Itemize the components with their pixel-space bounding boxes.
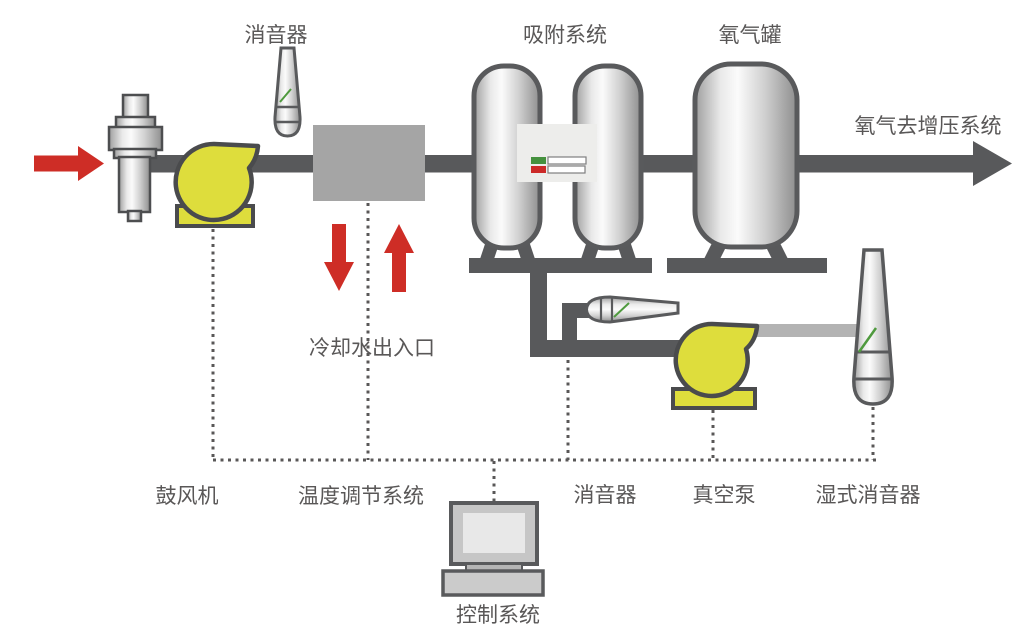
vacuum-pump-group (671, 321, 760, 410)
label-blower: 鼓风机 (156, 485, 219, 508)
manifold-run-pipe (530, 340, 682, 357)
label-temperature-system: 温度调节系统 (298, 485, 424, 508)
filter-body (107, 125, 164, 152)
label-muffler-bottom: 消音器 (574, 484, 637, 507)
vacuum-muffler (584, 295, 680, 324)
inlet-muffler (273, 46, 302, 138)
label-vacuum-pump: 真空泵 (693, 484, 756, 507)
adsorption-vessels (471, 63, 644, 259)
blower-volute (173, 141, 261, 223)
manifold-stub (562, 303, 592, 318)
vacuum-muffler-cone (584, 295, 680, 324)
label-cooling-water: 冷却水出入口 (309, 337, 435, 360)
muffler-indicator (857, 327, 878, 353)
wet-muffler-group (852, 248, 894, 406)
blower-pump (173, 141, 261, 228)
inlet-filter (107, 93, 164, 223)
legend-green-swatch (531, 157, 546, 164)
cooling-water-in-arrow-icon (384, 224, 414, 292)
adsorption-base-bar (469, 258, 652, 273)
pump-outlet-pipe (752, 324, 862, 337)
filter-cylinder (117, 155, 152, 214)
computer-base (441, 569, 545, 597)
legend-bar (547, 156, 587, 165)
filter-knob (121, 93, 150, 121)
vacuum-manifold (530, 272, 682, 357)
label-adsorption-system: 吸附系统 (523, 24, 607, 47)
label-wet-muffler: 湿式消音器 (816, 484, 921, 507)
computer-screen (463, 513, 525, 553)
wet-muffler-cone (852, 248, 894, 406)
label-outlet: 氧气去增压系统 (855, 115, 1002, 138)
temperature-regulator-box (313, 125, 425, 201)
label-oxygen-tank: 氧气罐 (719, 24, 782, 47)
filter-tip (126, 209, 143, 223)
outlet-arrowhead-icon (973, 141, 1012, 186)
legend-placard (517, 124, 597, 182)
label-control-system: 控制系统 (456, 604, 540, 627)
legend-bar (547, 165, 586, 174)
tank-base-bar (667, 258, 827, 273)
label-muffler-top: 消音器 (245, 24, 308, 47)
manifold-down-pipe (530, 272, 547, 357)
muffler-indicator (279, 88, 292, 103)
air-inlet-arrow-icon (34, 146, 104, 181)
control-computer (441, 501, 545, 597)
vacuum-pump-volute (673, 321, 760, 399)
cooling-water-out-arrow-icon (324, 224, 354, 291)
oxygen-tank-group (692, 61, 800, 259)
muffler-indicator (613, 302, 630, 318)
legend-red-swatch (531, 166, 546, 173)
oxygen-tank-vessel (692, 61, 800, 250)
